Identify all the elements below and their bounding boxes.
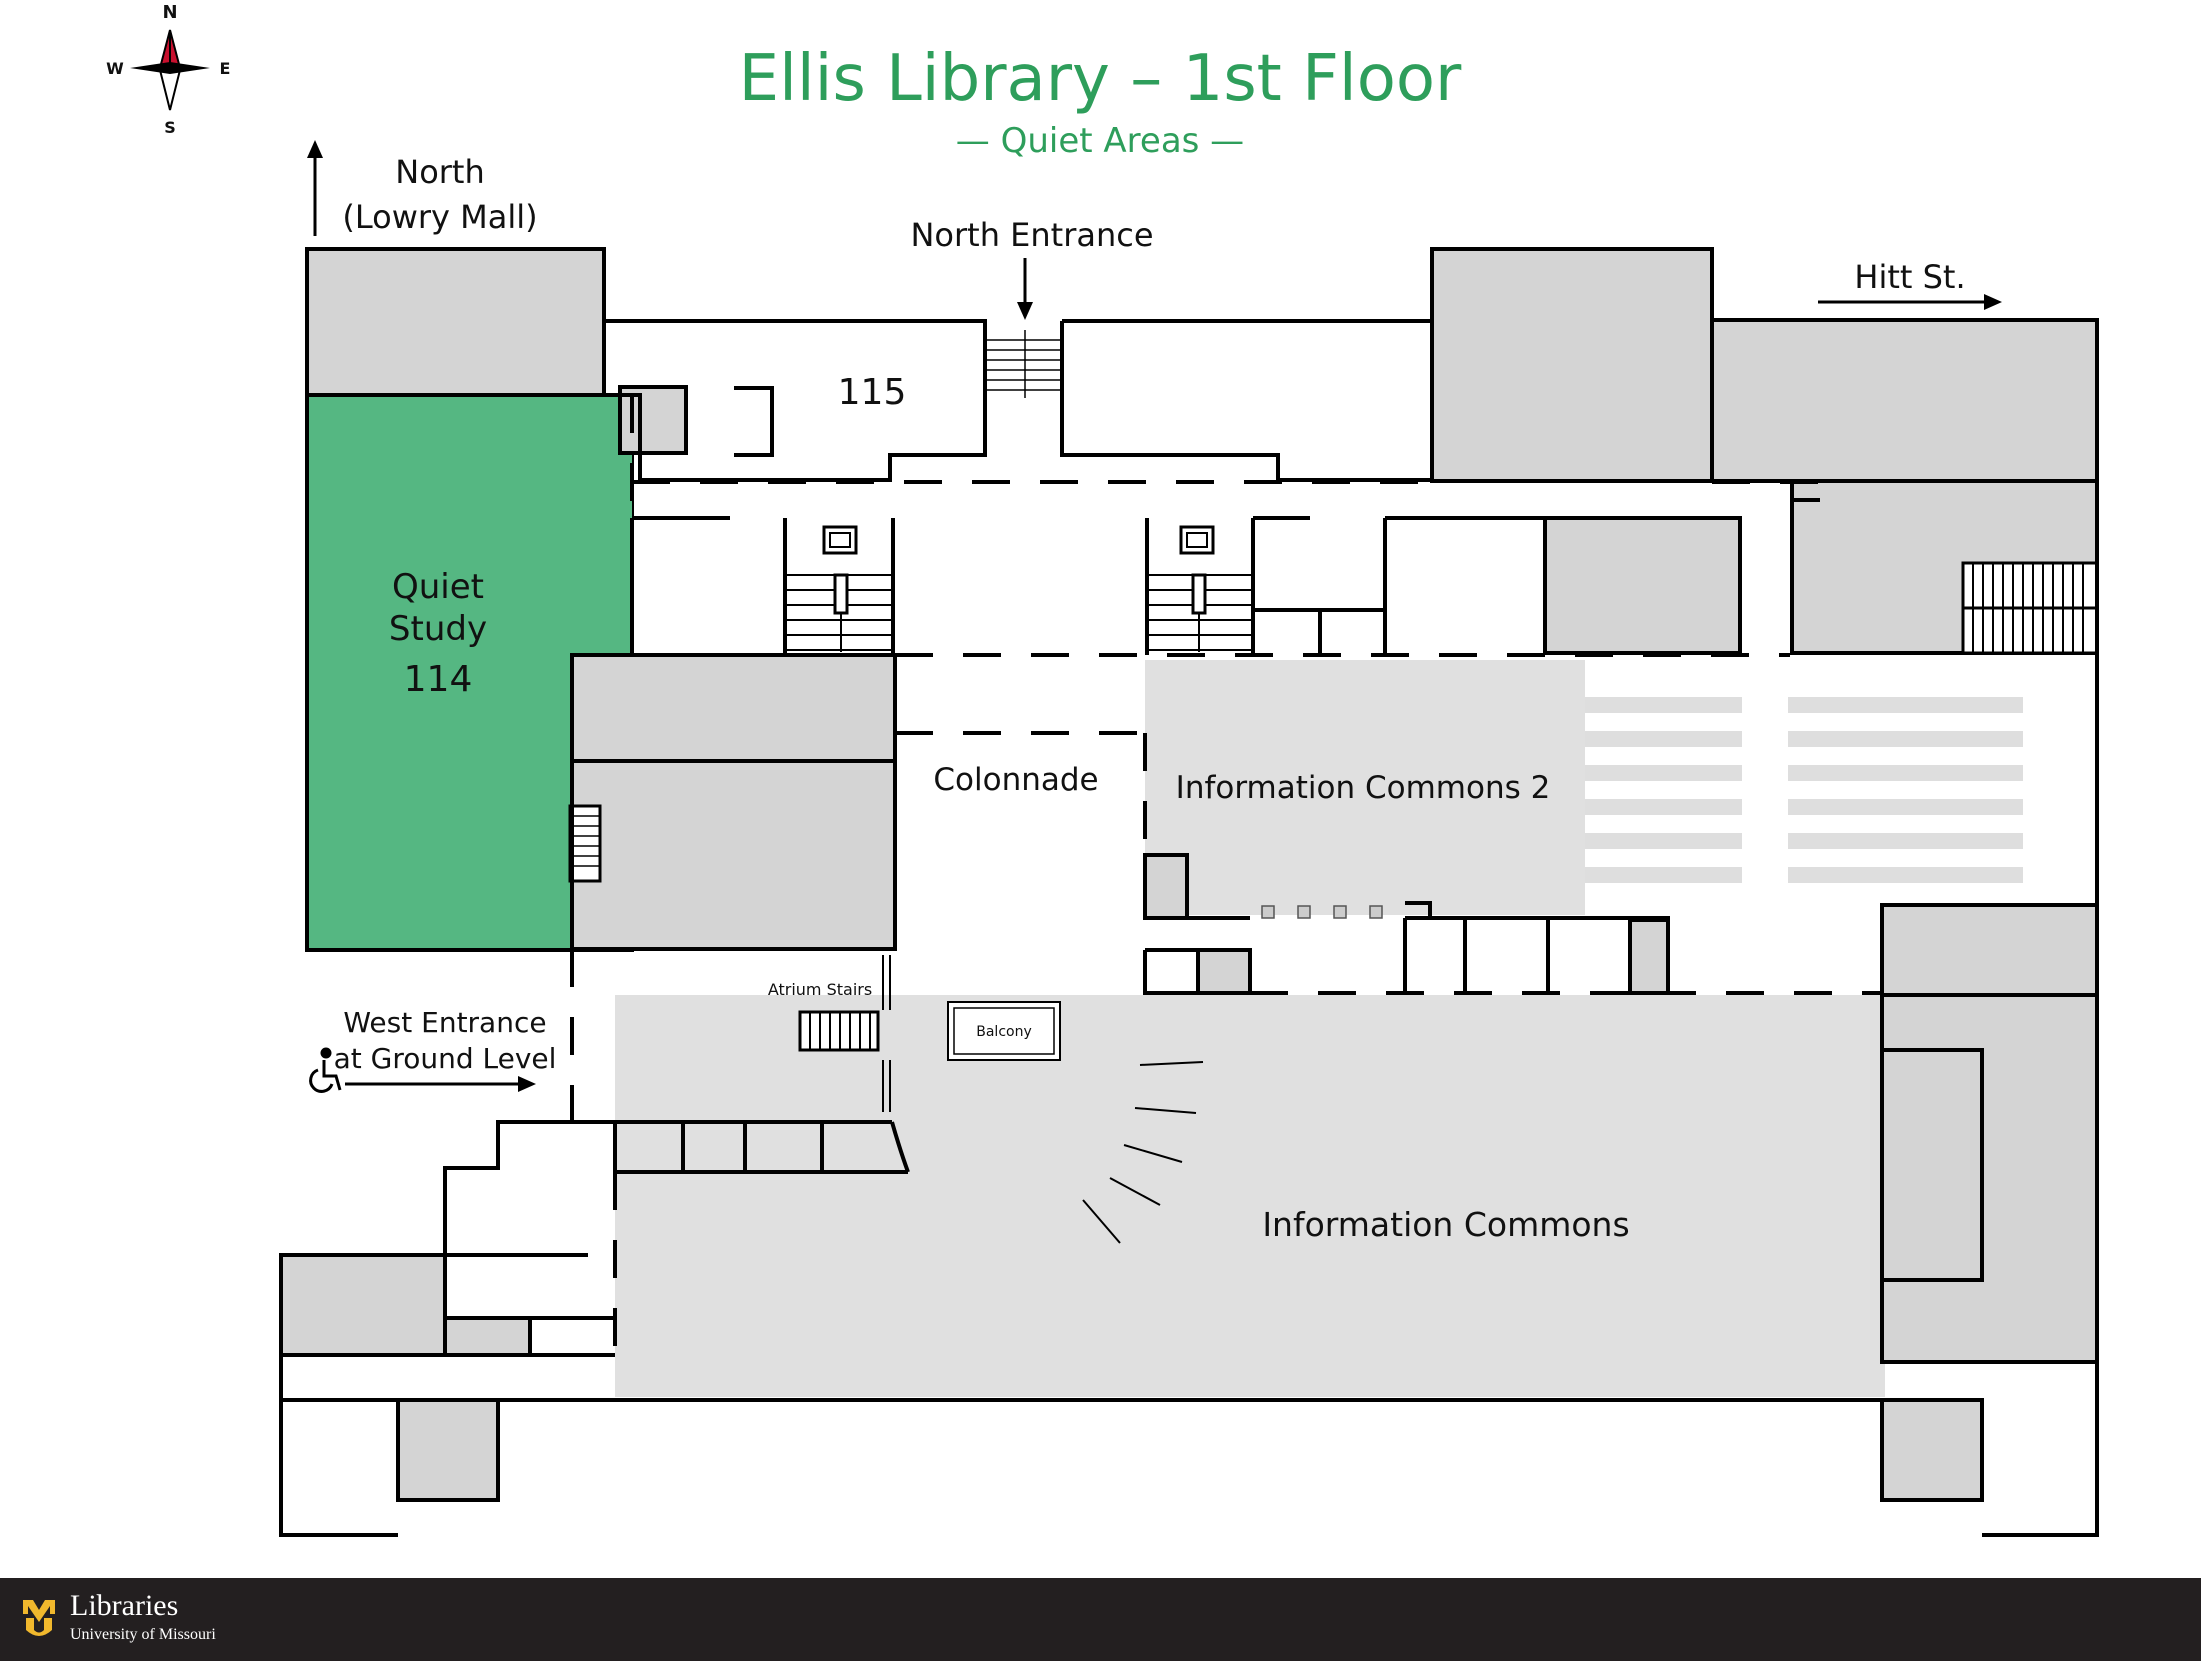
north-entrance-stairs [985,330,1062,398]
west-entrance-sublabel: at Ground Level [334,1042,557,1075]
info-commons-area [615,995,1885,1397]
mizzou-logo-icon [20,1596,58,1638]
north-entrance-label: North Entrance [910,216,1153,254]
footer-library-name[interactable]: Libraries [70,1589,179,1622]
room-ne-block [1430,247,1714,483]
room-sw-block [279,1253,447,1357]
arrow-right-icon [1818,294,2002,310]
info-commons-label: Information Commons [1262,1205,1629,1244]
room-115-label: 115 [838,372,907,413]
stairwell-west [785,525,893,652]
north-label: North [395,153,485,191]
ic2-markers [1261,905,1383,919]
building-walls [279,318,2099,1537]
balcony-label: Balcony [976,1024,1032,1040]
compass-s: S [164,118,176,137]
stairs-west-small [568,804,602,883]
footer-university-name: University of Missouri [70,1626,216,1643]
hitt-st-label: Hitt St. [1854,258,1965,296]
west-entrance-label: West Entrance [343,1006,546,1039]
compass-e: E [220,59,231,78]
arrow-up-icon [307,140,323,236]
compass-n: N [162,2,177,23]
compass-rose-icon: N S E W [106,2,230,137]
balcony-box [947,1001,1061,1061]
quiet-study-label-2: Study [389,609,487,649]
colonnade-label: Colonnade [933,762,1098,798]
map-title: Ellis Library – 1st Floor [739,42,1462,116]
stairwell-east [1147,525,1253,652]
room-nw-corner [305,247,606,397]
wheelchair-accessible-icon [309,1047,342,1093]
room-se-block [1880,903,2099,997]
map-subtitle: — Quiet Areas — [956,121,1244,161]
footer-bar: Libraries University of Missouri [0,1578,2201,1661]
stairs-icon [1961,561,2099,655]
arrow-down-icon [1017,258,1033,320]
arrow-right-icon [345,1076,536,1092]
info-commons-2-label: Information Commons 2 [1176,770,1551,806]
north-sublabel: (Lowry Mall) [342,198,537,236]
quiet-study-label: Quiet [392,567,484,607]
compass-w: W [106,59,124,78]
table-rows [1585,697,2023,883]
atrium-stairs-label: Atrium Stairs [768,980,872,999]
dashed-partitions [300,395,1884,1357]
quiet-study-number: 114 [404,659,473,700]
